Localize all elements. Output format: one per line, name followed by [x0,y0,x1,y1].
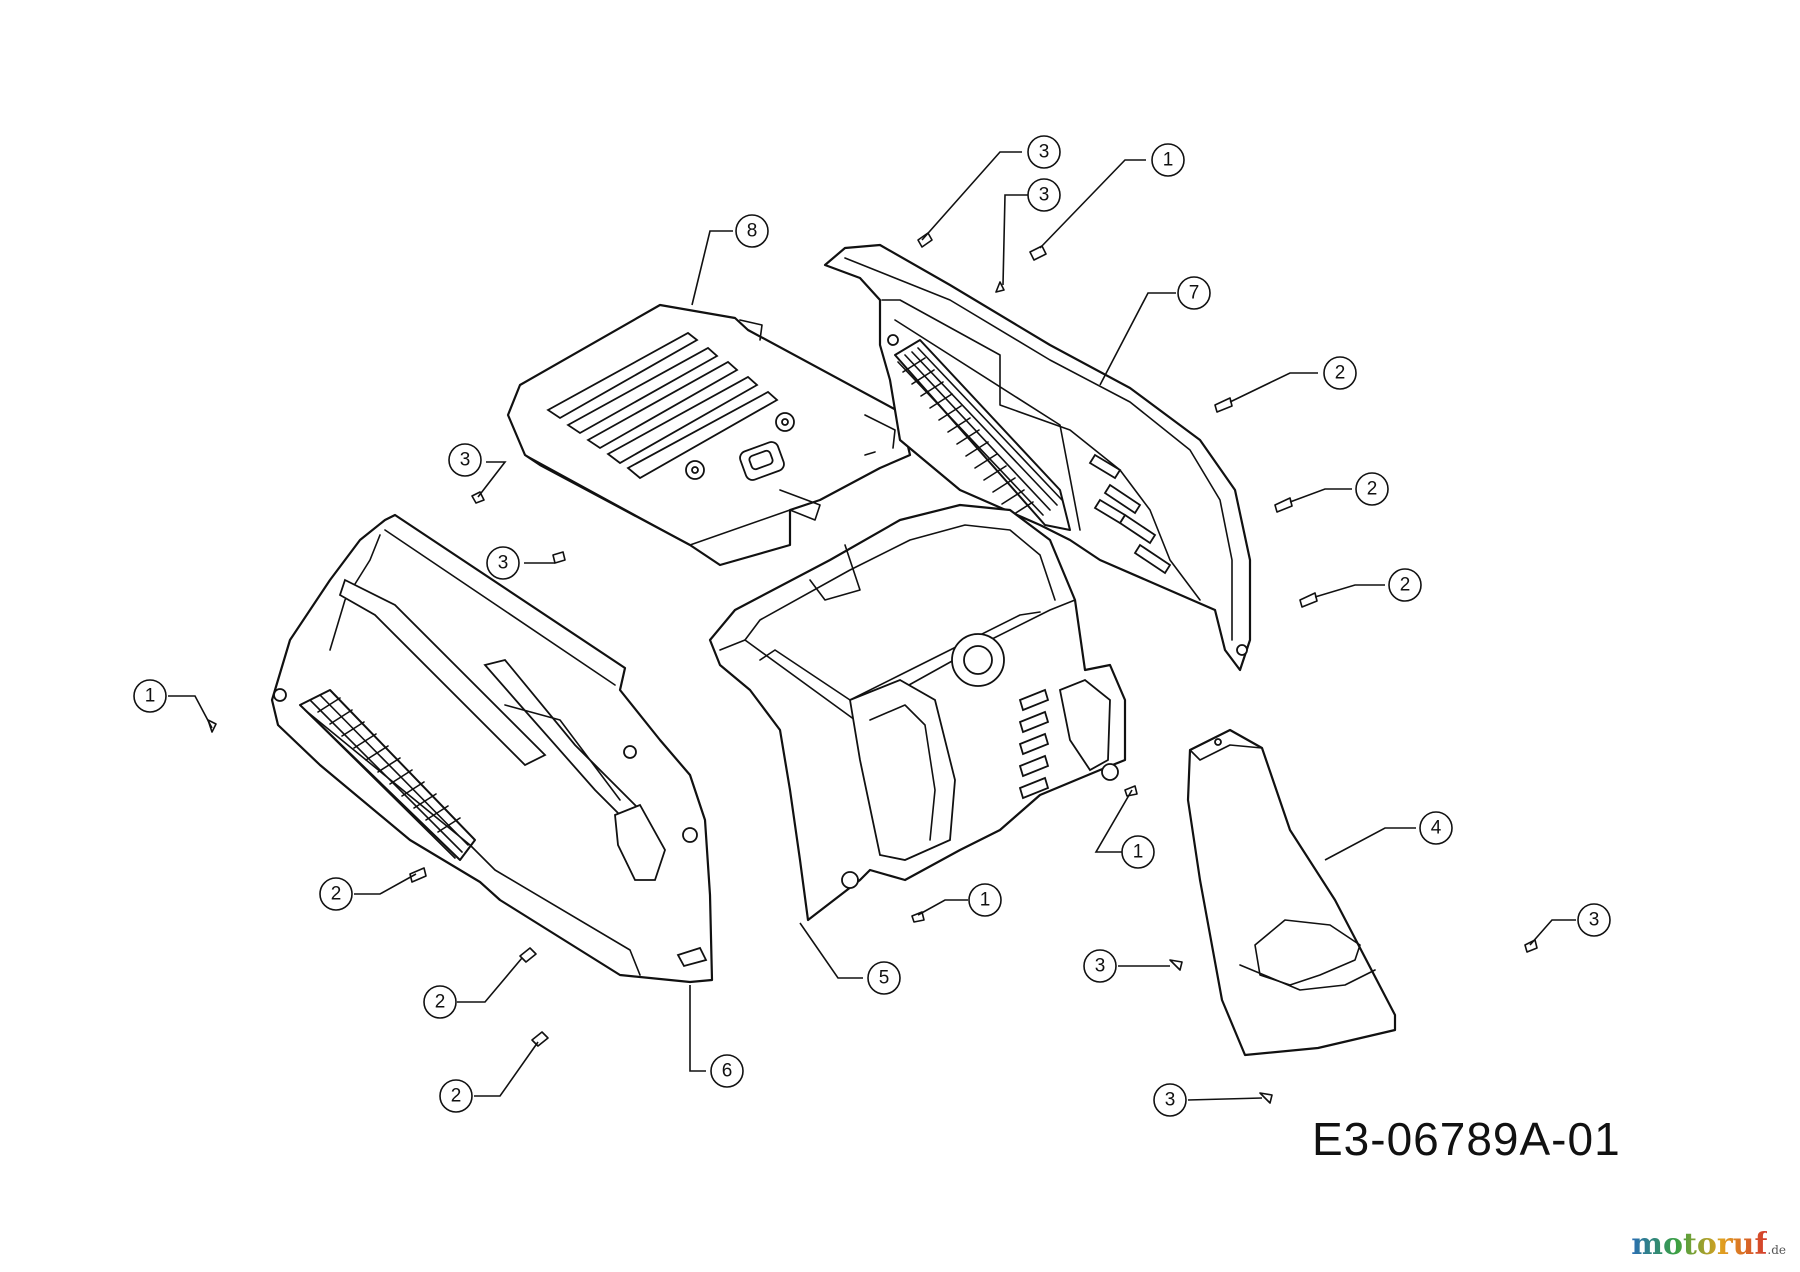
callout-8: 8 [735,214,769,248]
part-5-center-panel [708,503,1127,922]
svg-text:2: 2 [451,1086,462,1107]
svg-text:3: 3 [1095,956,1106,977]
svg-text:3: 3 [1589,910,1600,931]
drawing-code: E3-06789A-01 [1312,1113,1621,1165]
callout-5: 5 [867,961,901,995]
callout-4: 4 [1419,811,1453,845]
callout-6: 6 [710,1054,744,1088]
callout-3: 3 [448,443,482,477]
part-6-left-panel [270,513,714,984]
svg-text:2: 2 [1400,575,1411,596]
callout-1: 1 [1121,835,1155,869]
callout-3: 3 [1027,135,1061,169]
callout-2: 2 [1355,472,1389,506]
part-7-right-panel [823,243,1252,672]
fasteners [207,232,1538,1104]
watermark-text: motoruf [1631,1227,1768,1262]
callout-1: 1 [968,883,1002,917]
callout-1: 1 [133,679,167,713]
svg-text:3: 3 [1165,1090,1176,1111]
svg-text:1: 1 [1133,842,1144,863]
callout-3: 3 [1153,1083,1187,1117]
svg-text:3: 3 [1039,142,1050,163]
callout-7: 7 [1177,276,1211,310]
callout-2: 2 [1388,568,1422,602]
svg-text:4: 4 [1431,818,1442,839]
watermark-suffix: .de [1767,1243,1786,1257]
svg-text:3: 3 [498,553,509,574]
svg-text:7: 7 [1189,283,1200,304]
callout-3: 3 [486,546,520,580]
part-8-top-cover [506,303,912,567]
callout-1: 1 [1151,143,1185,177]
svg-text:5: 5 [879,968,890,989]
svg-text:2: 2 [331,884,342,905]
watermark-logo: motoruf.de [1631,1227,1786,1262]
callout-2: 2 [319,877,353,911]
svg-text:3: 3 [1039,185,1050,206]
svg-text:1: 1 [145,686,156,707]
callout-2: 2 [1323,356,1357,390]
callout-2: 2 [423,985,457,1019]
leader-lines [168,151,1576,1101]
svg-text:8: 8 [747,221,758,242]
svg-text:1: 1 [980,890,991,911]
callout-3: 3 [1083,949,1117,983]
callouts: 3 3 1 8 7 2 3 2 3 2 1 1 4 2 1 3 3 5 2 6 … [133,135,1611,1117]
svg-text:6: 6 [722,1061,733,1082]
svg-text:2: 2 [1367,479,1378,500]
svg-text:1: 1 [1163,150,1174,171]
svg-text:2: 2 [435,992,446,1013]
callout-2: 2 [439,1079,473,1113]
callout-3: 3 [1577,903,1611,937]
svg-text:2: 2 [1335,363,1346,384]
grille-pattern [897,347,1063,517]
part-4-tapered-cover [1186,728,1397,1057]
svg-text:3: 3 [460,450,471,471]
grille-pattern [304,694,469,859]
callout-3: 3 [1027,178,1061,212]
